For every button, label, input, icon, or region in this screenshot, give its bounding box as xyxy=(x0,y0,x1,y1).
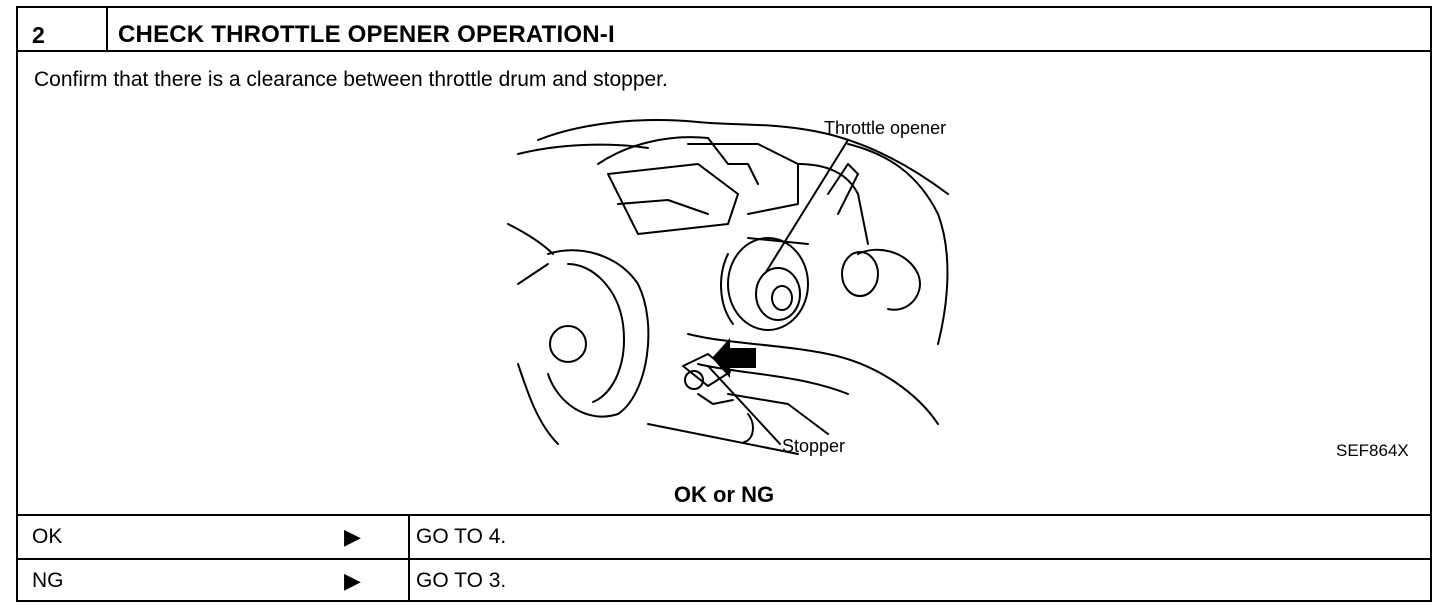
results-mid-rule xyxy=(18,558,1430,560)
callout-stopper: Stopper xyxy=(782,436,845,456)
step-number: 2 xyxy=(32,22,45,48)
throttle-body-illustration: Throttle opener Stopper xyxy=(507,118,949,456)
opener-leader-line xyxy=(765,139,849,273)
upper-housing-outline xyxy=(537,119,949,195)
result-row-ok: OK ▶ GO TO 4. xyxy=(18,516,1430,558)
throttle-drum xyxy=(547,249,650,418)
throttle-opener-body xyxy=(727,237,809,331)
black-arrow xyxy=(712,338,756,378)
results-top-rule xyxy=(18,514,1430,516)
result-action: GO TO 3. xyxy=(416,569,507,592)
result-label: NG xyxy=(32,569,64,592)
arrow-right-icon: ▶ xyxy=(344,568,361,593)
procedure-table: 2 CHECK THROTTLE OPENER OPERATION-I Conf… xyxy=(16,6,1432,602)
drum-pivot xyxy=(549,325,587,363)
result-action: GO TO 4. xyxy=(416,525,507,548)
result-label: OK xyxy=(32,525,63,548)
figure-code: SEF864X xyxy=(1336,441,1409,460)
instruction-text: Confirm that there is a clearance betwee… xyxy=(34,68,668,91)
throttle-body-block xyxy=(607,163,739,235)
step-title: CHECK THROTTLE OPENER OPERATION-I xyxy=(118,21,615,48)
stopper-leader-line xyxy=(707,365,781,445)
arrow-right-icon: ▶ xyxy=(344,524,361,549)
result-question: OK or NG xyxy=(673,482,775,507)
header-divider xyxy=(106,8,108,52)
callout-throttle-opener: Throttle opener xyxy=(824,118,946,138)
header-rule xyxy=(18,50,1430,52)
result-row-ng: NG ▶ GO TO 3. xyxy=(18,560,1430,602)
